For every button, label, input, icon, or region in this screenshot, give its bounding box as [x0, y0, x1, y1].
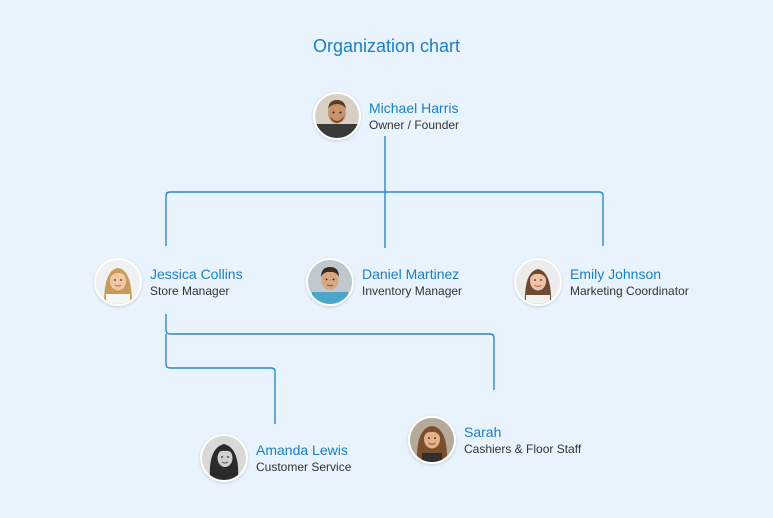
node-role: Store Manager — [150, 284, 230, 298]
chart-title: Organization chart — [312, 36, 461, 56]
person-photo-icon — [308, 260, 352, 304]
avatar-emily-johnson — [514, 258, 562, 306]
person-photo-icon — [410, 418, 454, 462]
avatar-michael-harris — [313, 92, 361, 140]
connector-store-sarah — [165, 314, 495, 390]
node-name: Daniel Martinez — [362, 266, 460, 282]
person-photo-icon — [202, 436, 246, 480]
connector-store-amanda — [165, 334, 276, 424]
node-name: Amanda Lewis — [256, 442, 348, 458]
avatar-sarah — [408, 416, 456, 464]
node-name: Jessica Collins — [150, 266, 243, 282]
person-photo-icon — [516, 260, 560, 304]
node-role: Customer Service — [256, 460, 352, 474]
node-customer-service[interactable]: Amanda Lewis Customer Service — [200, 434, 351, 482]
node-name: Michael Harris — [369, 100, 459, 116]
node-marketing-coordinator[interactable]: Emily Johnson Marketing Coordinator — [514, 258, 689, 306]
node-name: Sarah — [464, 424, 502, 440]
node-role: Cashiers & Floor Staff — [464, 442, 582, 456]
person-photo-icon — [96, 260, 140, 304]
node-name: Emily Johnson — [570, 266, 662, 282]
node-owner[interactable]: Michael Harris Owner / Founder — [313, 92, 459, 140]
node-store-manager[interactable]: Jessica Collins Store Manager — [94, 258, 243, 306]
node-inventory-manager[interactable]: Daniel Martinez Inventory Manager — [306, 258, 462, 306]
avatar-daniel-martinez — [306, 258, 354, 306]
avatar-amanda-lewis — [200, 434, 248, 482]
node-role: Inventory Manager — [362, 284, 463, 298]
node-cashiers[interactable]: Sarah Cashiers & Floor Staff — [408, 416, 581, 464]
node-role: Owner / Founder — [369, 118, 460, 132]
node-role: Marketing Coordinator — [570, 284, 689, 298]
person-photo-icon — [315, 94, 359, 138]
avatar-jessica-collins — [94, 258, 142, 306]
